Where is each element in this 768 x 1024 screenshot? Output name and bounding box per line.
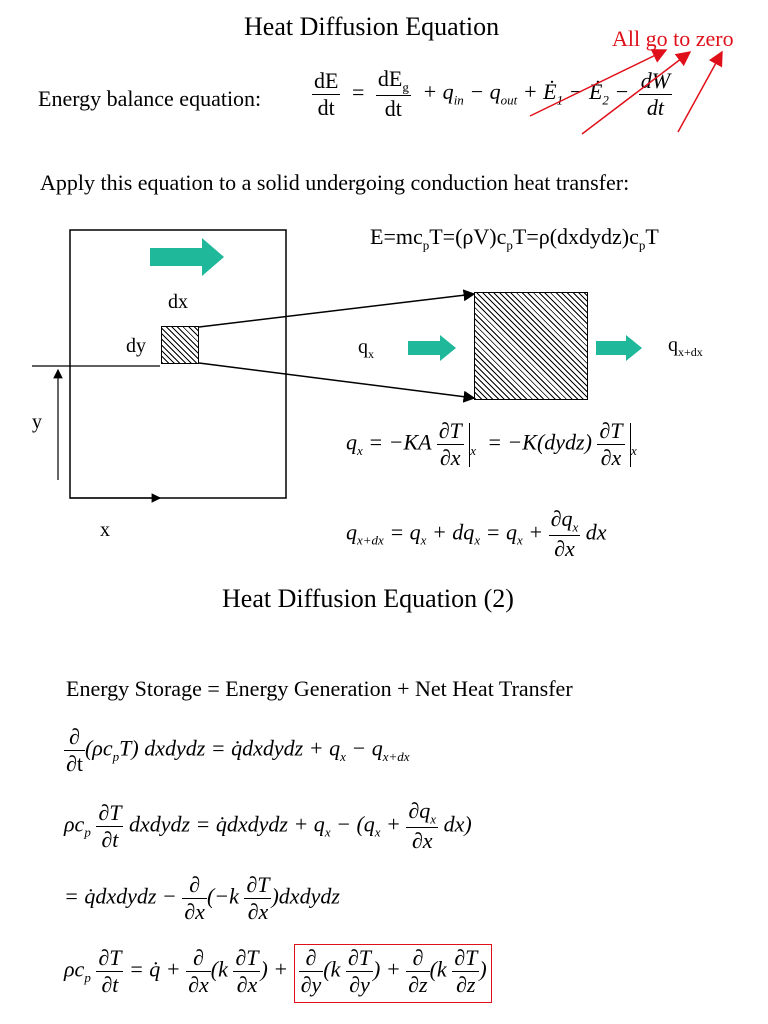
heat-flow-arrow — [150, 238, 224, 276]
slide2-title: Heat Diffusion Equation (2) — [222, 584, 514, 613]
simplified-equation: = q̇dxdydz − ∂∂x(−k ∂T∂x)dxdydz — [64, 872, 340, 924]
red-arrow-2 — [581, 51, 692, 135]
heat-diffusion-equation: ρcp ∂T∂t = q̇ + ∂∂x(k ∂T∂x) + ∂∂y(k ∂T∂y… — [64, 944, 492, 1003]
element-large — [474, 292, 588, 400]
qxdx-label: qx+dx — [668, 334, 703, 359]
x-label: x — [100, 519, 110, 541]
fourier-law-equation: qx = −KA ∂T∂x x = −K(dydz) ∂T∂x x — [346, 418, 637, 470]
storage-equation: ∂∂t(ρcpT) dxdydz = q̇dxdydz + qx − qx+dx — [64, 724, 410, 776]
slide1-title: Heat Diffusion Equation — [244, 12, 500, 41]
dx-label: dx — [168, 291, 188, 313]
qxdx-arrow — [596, 335, 642, 361]
expanded-equation: ρcp ∂T∂t dxdydz = q̇dxdydz + qx − (qx + … — [64, 798, 472, 854]
red-arrow-3 — [677, 50, 723, 133]
y-label: y — [32, 411, 42, 433]
yz-terms-highlight: ∂∂y(k ∂T∂y) + ∂∂z(k ∂T∂z) — [293, 944, 492, 1003]
energy-balance-words: Energy Storage = Energy Generation + Net… — [66, 676, 573, 701]
qx-arrow — [408, 335, 456, 361]
element-small — [161, 326, 199, 364]
red-arrow-1 — [529, 49, 668, 117]
solid-body — [69, 229, 287, 499]
apply-text: Apply this equation to a solid undergoin… — [40, 170, 630, 195]
energy-definition: E=mcpT=(ρV)cpT=ρ(dxdydz)cpT — [370, 224, 659, 253]
all-go-to-zero-annotation: All go to zero — [612, 26, 734, 51]
dy-label: dy — [126, 335, 146, 357]
qx-label: qx — [358, 336, 374, 361]
energy-balance-label: Energy balance equation: — [38, 86, 262, 111]
qxdx-equation: qx+dx = qx + dqx = qx + ∂qx∂x dx — [346, 506, 607, 562]
